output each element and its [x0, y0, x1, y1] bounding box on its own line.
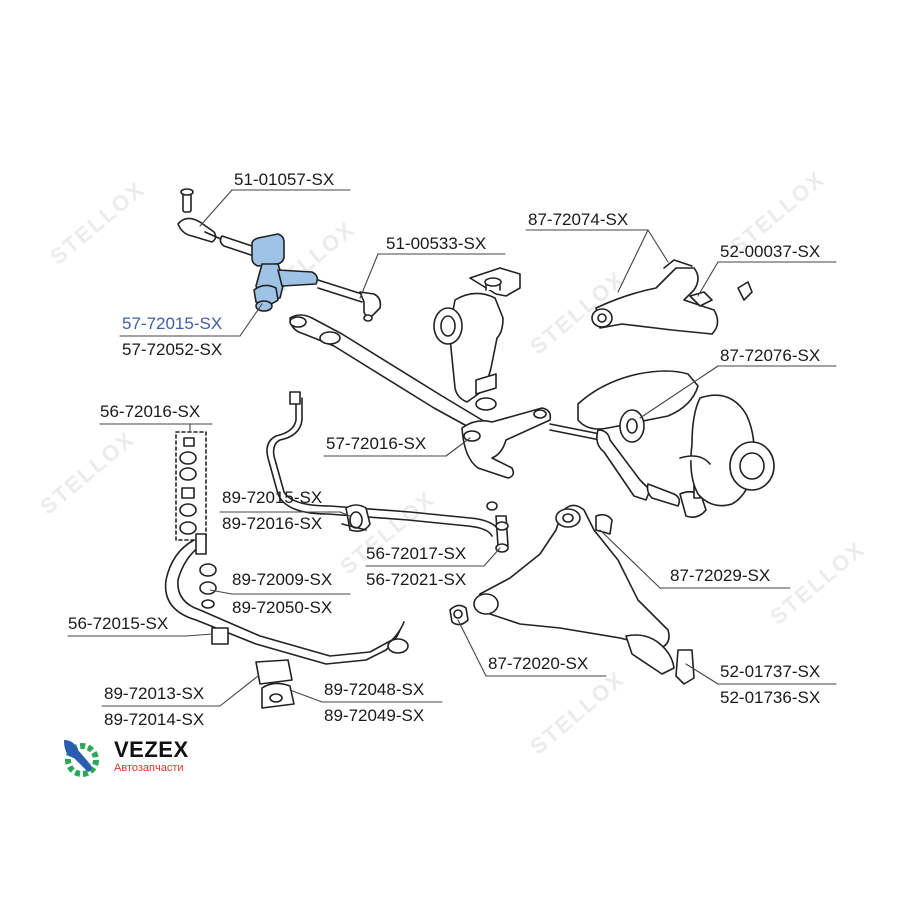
center-link[interactable] — [289, 314, 503, 443]
part-label-57-72015-highlighted[interactable]: 57-72015-SX — [122, 314, 223, 333]
part-label-52-01736[interactable]: 52-01736-SX — [720, 688, 821, 707]
stabilizer-bar[interactable] — [164, 391, 501, 665]
part-label-89-72049[interactable]: 89-72049-SX — [324, 706, 425, 725]
part-label-51-00533[interactable]: 51-00533-SX — [386, 234, 487, 253]
part-label-89-72014[interactable]: 89-72014-SX — [104, 710, 205, 729]
tie-rod-end-top[interactable] — [177, 188, 224, 243]
vezex-logo-icon — [64, 740, 99, 777]
part-label-52-01737[interactable]: 52-01737-SX — [720, 662, 821, 681]
part-label-57-72016[interactable]: 57-72016-SX — [326, 434, 427, 453]
part-label-51-01057[interactable]: 51-01057-SX — [234, 170, 335, 189]
part-label-56-72021[interactable]: 56-72021-SX — [366, 570, 467, 589]
stabilizer-link-right[interactable] — [486, 501, 509, 553]
pitman-arm[interactable] — [461, 407, 552, 479]
stabilizer-clamp-lower[interactable] — [255, 659, 295, 709]
idler-arm-highlighted[interactable] — [251, 233, 319, 312]
stabilizer-bushing-upper[interactable] — [341, 504, 371, 532]
brand-name: VEZEX — [114, 737, 189, 762]
steering-knuckle[interactable] — [577, 370, 775, 507]
tie-rod-inner[interactable] — [317, 279, 382, 322]
part-label-89-72048[interactable]: 89-72048-SX — [324, 680, 425, 699]
part-label-56-72015[interactable]: 56-72015-SX — [68, 614, 169, 633]
part-label-52-00037[interactable]: 52-00037-SX — [720, 242, 821, 261]
part-label-89-72009[interactable]: 89-72009-SX — [232, 570, 333, 589]
part-label-89-72050[interactable]: 89-72050-SX — [232, 598, 333, 617]
stabilizer-lower-bushings[interactable] — [199, 563, 229, 645]
upper-control-arm[interactable] — [591, 259, 753, 335]
lower-arm-bushing[interactable] — [449, 604, 469, 626]
adjusting-sleeve[interactable] — [219, 235, 257, 257]
part-label-56-72017[interactable]: 56-72017-SX — [366, 544, 467, 563]
brand-subtitle: Автозапчасти — [114, 762, 184, 774]
part-label-87-72020[interactable]: 87-72020-SX — [488, 654, 589, 673]
stabilizer-link-kit[interactable] — [175, 431, 207, 555]
part-label-57-72052[interactable]: 57-72052-SX — [122, 340, 223, 359]
part-label-87-72076[interactable]: 87-72076-SX — [720, 346, 821, 365]
part-label-89-72015[interactable]: 89-72015-SX — [222, 488, 323, 507]
part-label-56-72016[interactable]: 56-72016-SX — [100, 402, 201, 421]
leader-lines — [67, 189, 837, 707]
steering-gearbox[interactable] — [433, 267, 521, 411]
part-label-87-72029[interactable]: 87-72029-SX — [670, 566, 771, 585]
lower-control-arm[interactable] — [473, 504, 695, 685]
part-label-89-72013[interactable]: 89-72013-SX — [104, 684, 205, 703]
part-label-87-72074[interactable]: 87-72074-SX — [528, 210, 629, 229]
part-label-89-72016[interactable]: 89-72016-SX — [222, 514, 323, 533]
